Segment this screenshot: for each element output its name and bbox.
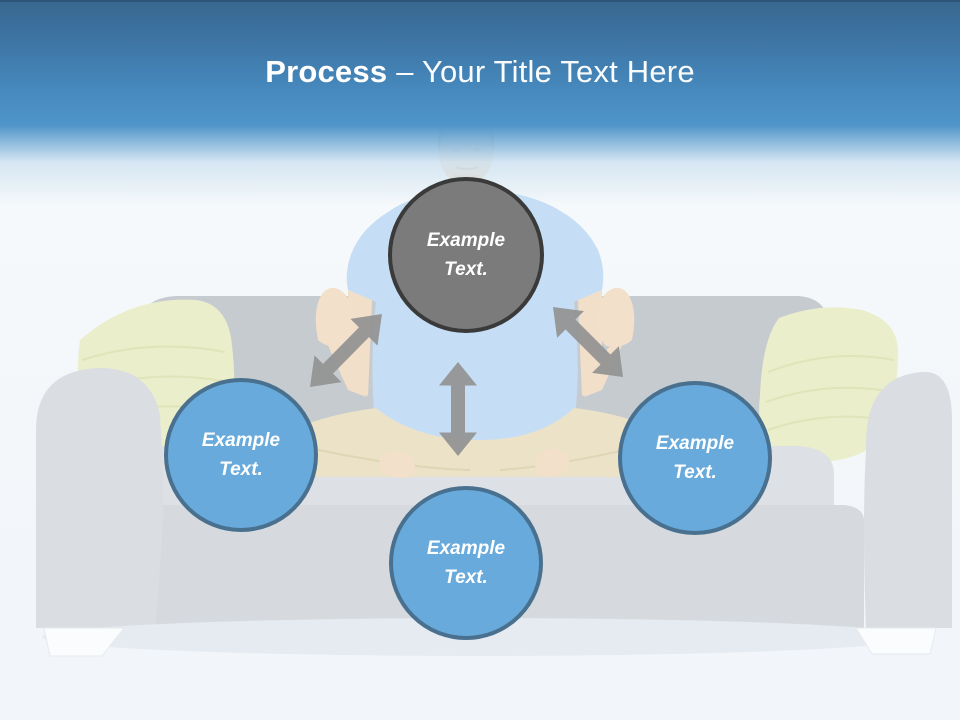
node-right-label-line1: Example — [655, 432, 735, 454]
node-top: Example Text. — [388, 177, 544, 333]
double-arrow-left-icon — [310, 314, 382, 387]
node-bottom-label-line1: Example — [426, 537, 506, 559]
title-emphasis: Process — [265, 54, 388, 89]
node-left: Example Text. — [164, 378, 318, 532]
node-bottom-label-line2: Text. — [444, 567, 488, 588]
slide-title: Process– Your Title Text Here — [0, 54, 960, 90]
node-left-label-line2: Text. — [219, 459, 263, 480]
node-left-label-line1: Example — [201, 429, 281, 451]
node-right-label-line2: Text. — [673, 462, 717, 483]
node-bottom: Example Text. — [389, 486, 543, 640]
node-top-label-line2: Text. — [444, 259, 488, 280]
title-rest: – Your Title Text Here — [396, 54, 695, 89]
double-arrow-right-icon — [552, 306, 624, 378]
double-arrow-down-icon — [439, 361, 477, 457]
node-right: Example Text. — [618, 381, 772, 535]
slide-header-band — [0, 0, 960, 207]
node-top-label-line1: Example — [426, 229, 506, 251]
